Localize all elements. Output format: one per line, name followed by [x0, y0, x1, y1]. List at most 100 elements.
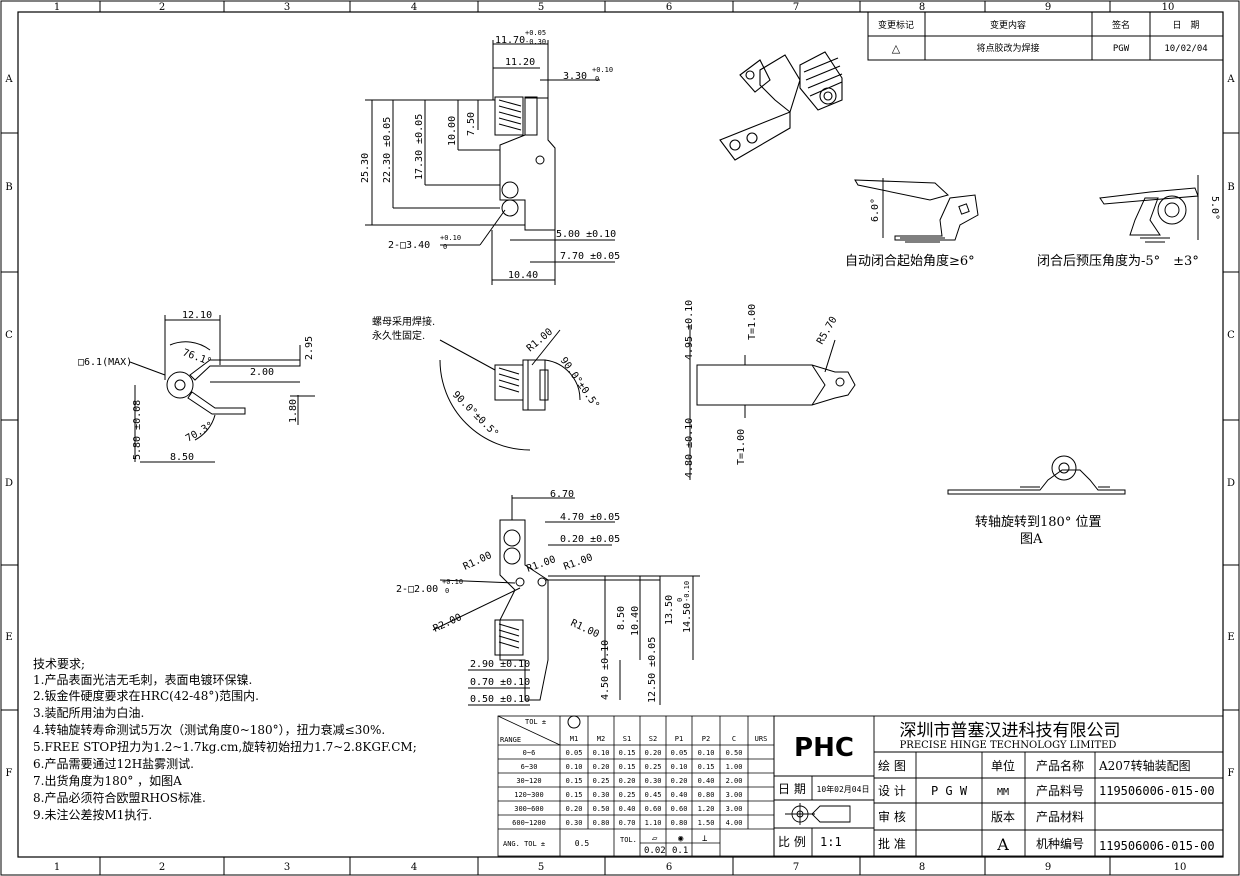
tech-item-4: 4.转轴旋转寿命测试5万次（测试角度0~180°），扭力衰减≤30%.	[33, 722, 385, 737]
tol-ang-val: 0.5	[575, 839, 590, 848]
view-180-position: 转轴旋转到180° 位置 图A	[947, 455, 1126, 547]
tol-cell-5-6: 4.00	[726, 819, 743, 827]
dim-0-50: 0.50 ±0.10	[470, 694, 530, 705]
auto-close-angle-dim: 6.0°	[870, 198, 881, 222]
dim-8-50: 8.50	[170, 452, 194, 463]
tol-cell-0-0: 0.05	[566, 749, 583, 757]
tech-item-6: 6.产品需要通过12H盐雾测试.	[33, 756, 194, 771]
flatness-val: 0.02	[644, 846, 666, 856]
drawn-label: 绘 图	[878, 758, 906, 773]
row-label-f-right: F	[1228, 768, 1235, 779]
dim-hole-3-40-tol-up: +0.10	[440, 234, 461, 242]
rev-date: 10/02/04	[1164, 44, 1207, 54]
row-label-d-right: D	[1227, 478, 1235, 489]
design-label: 设 计	[878, 784, 906, 798]
tol-cell-5-4: 0.80	[671, 819, 688, 827]
perpendicularity-icon: ⊥	[702, 834, 708, 844]
dim-11-70: 11.70	[495, 35, 525, 46]
tech-item-5: 5.FREE STOP扭力为1.2~1.7kg.cm,旋转初始扭力1.7~2.8…	[33, 739, 417, 754]
tol-cell-3-5: 0.80	[698, 791, 715, 799]
tol-cell-1-4: 0.10	[671, 763, 688, 771]
dim-5-80: 5.80 ±0.08	[132, 400, 143, 460]
dim-14-50-tol-up: 0	[676, 598, 684, 602]
dim-14-50-tol-dn: -0.10	[683, 581, 691, 602]
dim-r1-00-lower: R1.00	[569, 618, 601, 641]
tol-cell-5-1: 0.80	[593, 819, 610, 827]
tol-cell-2-4: 0.20	[671, 777, 688, 785]
tol-cell-0-2: 0.15	[619, 749, 636, 757]
dim-17-30: 17.30 ±0.05	[414, 114, 425, 180]
view-right-side: 4.95 ±0.10 T=1.00 R5.70 T=1.00 4.80 ±0.1…	[684, 300, 856, 480]
dim-4-50: 4.50 ±0.10	[600, 640, 611, 700]
col-label-6: 6	[666, 2, 672, 13]
view-auto-close-angle: 6.0° 自动闭合起始角度≥6°	[845, 178, 979, 269]
col-label-7: 7	[793, 2, 799, 13]
row-label-f: F	[6, 768, 13, 779]
concentricity-icon: ◉	[678, 834, 684, 844]
col-label-8-bottom: 8	[919, 862, 925, 873]
tol-cell-4-6: 3.00	[726, 805, 743, 813]
view-bottom: 6.70 4.70 ±0.05 0.20 ±0.05 R1.00 R1.00 R…	[396, 489, 700, 706]
col-label-1-bottom: 1	[54, 862, 60, 873]
tol-header-urs: URS	[755, 735, 768, 743]
inner-frame	[17, 11, 1224, 858]
tech-item-1: 1.产品表面光洁无毛刺，表面电镀环保镍.	[33, 673, 252, 687]
col-label-9-bottom: 9	[1045, 862, 1051, 873]
col-label-2-bottom: 2	[159, 862, 165, 873]
preload-angle-dim: 5.0°	[1209, 196, 1220, 220]
tech-item-8: 8.产品必须符合欧盟RHOS标准.	[33, 790, 206, 805]
date-value: 10年02月04日	[817, 784, 870, 794]
row-label-e: E	[5, 632, 12, 643]
dim-25-30: 25.30	[360, 153, 371, 183]
tol-cell-1-0: 0.10	[566, 763, 583, 771]
part-number-value: 119506006-015-00	[1099, 784, 1215, 798]
tol-cell-4-0: 0.20	[566, 805, 583, 813]
dim-hole-2-00-tol-up: +0.10	[442, 578, 463, 586]
dim-14-50: 14.50	[682, 603, 693, 633]
tol-header-m2: M2	[597, 735, 605, 743]
tol-cell-0-4: 0.05	[671, 749, 688, 757]
view-left-side: 12.10 76.1° □6.1(MAX) 2.00 2.95 1.80 70.…	[78, 310, 315, 463]
tol-cell-5-5: 1.50	[698, 819, 715, 827]
dim-hole-2-00-tol-dn: 0	[445, 587, 449, 595]
dim-7-70: 7.70 ±0.05	[560, 251, 620, 262]
dim-hole-2-00: 2-□2.00	[396, 584, 438, 595]
tol-cell-1-1: 0.20	[593, 763, 610, 771]
tol-cell-1-6: 1.00	[726, 763, 743, 771]
company-name-en: PRECISE HINGE TECHNOLOGY LIMITED	[900, 740, 1117, 751]
tol-header-s1: S1	[623, 735, 631, 743]
row-label-b: B	[5, 182, 12, 193]
dim-11-20: 11.20	[505, 57, 535, 68]
dim-r1-00-left: R1.00	[462, 550, 494, 573]
column-markers: 1 2 3 4 5 6 7 8 9 10 1 2 3 4 5 6 7 8 9 1…	[54, 1, 1187, 875]
col-label-2: 2	[159, 2, 165, 13]
row-markers: A B C D E F A B C D E F	[1, 74, 1239, 779]
dim-76-1: 76.1°	[181, 347, 213, 368]
tol-cell-4-3: 0.60	[645, 805, 662, 813]
col-label-3: 3	[284, 2, 290, 13]
dim-2-90: 2.90 ±0.10	[470, 659, 530, 670]
dim-r1-00-mid: R1.00	[525, 327, 555, 355]
dim-7-50: 7.50	[466, 112, 477, 136]
tol-cell-2-1: 0.25	[593, 777, 610, 785]
technical-requirements: 技术要求; 1.产品表面光洁无毛刺，表面电镀环保镍. 2.钣金件硬度要求在HRC…	[33, 657, 417, 822]
tol-header-s2: S2	[649, 735, 657, 743]
tech-item-2: 2.钣金件硬度要求在HRC(42-48°)范围内.	[33, 688, 259, 703]
dim-70-3: 70.3°	[184, 420, 216, 445]
tol-cell-1-5: 0.15	[698, 763, 715, 771]
tol-cell-1-3: 0.25	[645, 763, 662, 771]
company-name-cn: 深圳市普塞汉进科技有限公司	[900, 721, 1121, 741]
revision-table: 变更标记 变更内容 签名 日 期 △ 将点胶改为焊接 PGW 10/02/04	[867, 11, 1224, 61]
col-label-10-bottom: 10	[1174, 862, 1187, 873]
tol-cell-0-1: 0.10	[593, 749, 610, 757]
tol-label: TOL.	[620, 836, 637, 844]
tol-header-p2: P2	[702, 735, 710, 743]
dim-4-80: 4.80 ±0.10	[684, 418, 695, 478]
product-name-value: A207转轴装配图	[1098, 758, 1191, 773]
tol-range-2: 30~120	[516, 777, 541, 785]
dim-t-1-00-bottom: T=1.00	[736, 429, 747, 465]
tech-item-9: 9.未注公差按M1执行.	[33, 807, 152, 822]
unit-label: 单位	[991, 758, 1015, 773]
view-middle-weld: 螺母采用焊接. 永久性固定. R1.00 90.0°±0.5° 90.0°±0.…	[372, 315, 601, 451]
